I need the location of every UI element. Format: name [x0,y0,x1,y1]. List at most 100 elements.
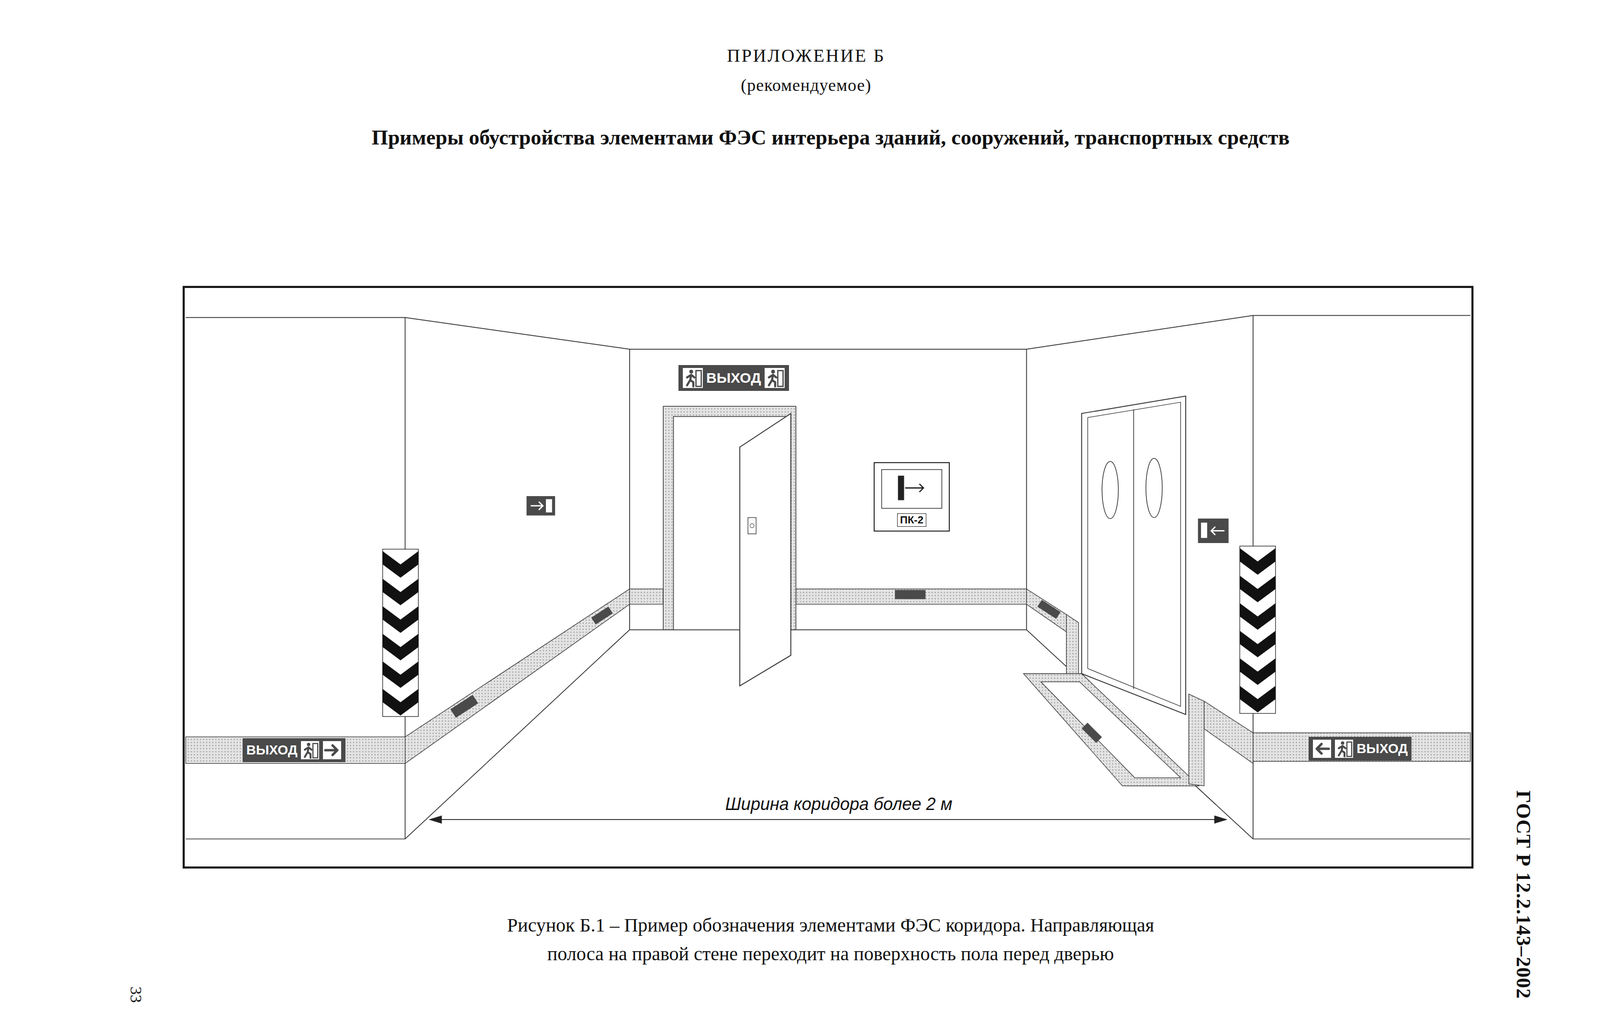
ceiling-line [185,315,1471,349]
page-heading: Примеры обустройства элементами ФЭС инте… [371,125,1290,151]
dimension-label: Ширина коридора более 2 м [721,794,957,814]
icon-figure [304,747,312,758]
sign-arrow [530,501,544,511]
running-man-icon [1334,739,1354,759]
guide-strip [795,588,1027,605]
icon-head [1341,741,1345,745]
double-door [1081,396,1187,715]
strip-sign [1081,722,1102,744]
appendix-status: (рекомендуемое) [740,75,872,96]
icon-ground [764,367,785,389]
sign-text: ВЫХОД [706,370,762,386]
chevron [1239,603,1276,630]
cabinet-ground [873,462,951,533]
icon-ground [682,367,703,389]
door-leaf [1087,402,1181,707]
icon-head [770,369,775,374]
hose-icon [898,475,905,500]
icon-door [312,743,318,758]
width-dimension [428,815,1228,824]
chevron [382,633,419,661]
sign-text: ВЫХОД [1356,742,1408,756]
icon-figure [768,375,777,387]
icon-ground [322,741,342,760]
icon-arrow [325,745,338,756]
guide-strip [185,736,406,764]
exit-sign: ВЫХОД [678,365,789,391]
fire-cabinet-detail [873,462,951,533]
strip-sign [1037,600,1061,620]
icon-ground [1312,739,1332,758]
sign-arrow [1211,526,1225,535]
door-window [1145,458,1163,518]
exit-sign: ВЫХОД [1308,736,1412,761]
strip-sign [894,589,926,600]
figure-frame [183,287,1473,868]
wall-corner [629,349,631,630]
hazard-column [382,549,419,717]
chevron [382,661,419,688]
standard-number: ГОСТ Р 12.2.143–2002 [1511,790,1535,1000]
chevron [1239,575,1276,602]
door-frame [1081,396,1187,715]
exit-sign: ВЫХОД [242,738,346,763]
hazard-column [1239,545,1276,714]
wall-exit-sign [526,496,556,516]
appendix-heading: ПРИЛОЖЕНИЕ Б [726,45,886,67]
sign-plate [1198,518,1229,544]
strip-sign [591,606,613,625]
floor-line [185,629,1471,839]
icon-figure [1338,745,1346,757]
cabinet-label: ПК-2 [897,513,927,527]
guide-strips [185,588,1471,787]
guide-strip [405,588,630,764]
icon-arrow [1316,744,1329,754]
exit-door [663,406,796,686]
running-man-icon [682,367,704,389]
chevron [382,551,419,578]
icon-head [306,742,311,746]
wall-exit-sign [1198,518,1229,544]
icon-figure [687,375,695,387]
fire-hose-cabinet: ПК-2 [873,462,951,532]
column-corner [1239,545,1276,714]
arrow-icon [1312,739,1332,759]
chevron [1239,548,1276,575]
door-leaf [739,413,791,686]
figure-caption: Рисунок Б.1 – Пример обозначения элемент… [471,911,1190,969]
guide-strip [629,588,664,605]
dimension-arrow [1214,815,1228,824]
icon-door [1346,742,1352,757]
icon-ground [300,741,320,760]
strip-signs [450,589,1102,744]
chevron [1239,686,1276,713]
dimension-arrow [428,815,443,824]
chevron [382,606,419,633]
chevron [382,688,419,716]
wall-corner [1026,349,1028,630]
guide-strip [1253,733,1471,762]
running-man-icon [764,367,786,389]
chevron [1239,658,1276,685]
sign-door [545,499,553,513]
guide-strip [1188,694,1205,787]
strip-sign [450,694,478,718]
chevron [1239,630,1276,657]
cabinet-window [881,469,943,509]
icon-ground [1334,739,1354,758]
door-handle [747,517,756,534]
icon-door [777,370,783,387]
door-window [1101,461,1119,519]
sign-plate [526,496,556,516]
dimension-line [432,819,1224,821]
arrow-icon [322,740,342,760]
column-corner [382,549,419,717]
icon-door [696,370,702,387]
guide-strip [1066,614,1079,676]
guide-strip [1026,588,1067,633]
running-man-icon [300,740,320,760]
chevron [382,578,419,606]
door-split [1133,409,1134,689]
door-handle [750,523,755,528]
